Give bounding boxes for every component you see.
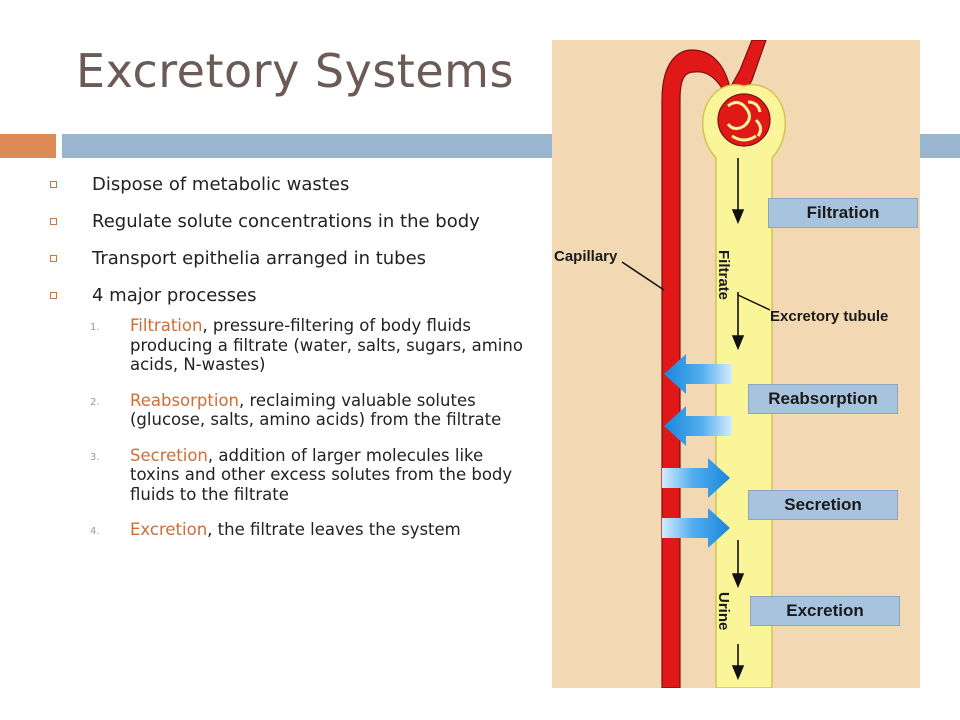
capillary-leader-line bbox=[621, 261, 665, 291]
reabsorption-arrow bbox=[664, 354, 732, 394]
square-bullet-icon bbox=[50, 255, 57, 262]
bullet-item: Transport epithelia arranged in tubes bbox=[46, 248, 526, 270]
process-item-reabsorption: 2. Reabsorption, reclaiming valuable sol… bbox=[46, 391, 530, 430]
reabsorption-arrow bbox=[664, 406, 732, 446]
bullet-item: 4 major processes bbox=[46, 285, 526, 307]
tubule-leader-line bbox=[737, 294, 771, 311]
bullet-text: Dispose of metabolic wastes bbox=[92, 174, 350, 195]
process-description: , the filtrate leaves the system bbox=[207, 520, 461, 539]
process-item-excretion: 4. Excretion, the filtrate leaves the sy… bbox=[46, 520, 530, 540]
process-term: Secretion bbox=[130, 445, 208, 465]
excretory-tubule-tube bbox=[702, 84, 786, 688]
excretion-label-box: Excretion bbox=[750, 596, 900, 626]
process-term: Filtration bbox=[130, 316, 203, 335]
accent-bar-orange bbox=[0, 134, 56, 158]
process-number: 4. bbox=[90, 526, 100, 537]
process-number: 3. bbox=[90, 451, 100, 463]
bullet-item: Dispose of metabolic wastes bbox=[46, 174, 526, 196]
accent-bar-blue-right bbox=[920, 134, 960, 158]
process-description: , addition of larger molecules like toxi… bbox=[130, 445, 513, 504]
process-number: 1. bbox=[90, 322, 100, 333]
process-description: , reclaiming valuable solutes (glucose, … bbox=[130, 390, 502, 430]
bullet-list: Dispose of metabolic wastes Regulate sol… bbox=[46, 174, 526, 556]
secretion-arrow bbox=[662, 508, 730, 548]
secretion-label-box: Secretion bbox=[748, 490, 898, 520]
filtration-label-box: Filtration bbox=[768, 198, 918, 228]
diagram-drawing bbox=[621, 40, 786, 688]
square-bullet-icon bbox=[50, 218, 57, 225]
filtrate-label: Filtrate bbox=[715, 250, 732, 301]
accent-bar-blue-left bbox=[62, 134, 552, 158]
excretory-tubule-label: Excretory tubule bbox=[770, 308, 889, 325]
process-item-secretion: 3. Secretion, addition of larger molecul… bbox=[46, 446, 530, 505]
bullet-text: Regulate solute concentrations in the bo… bbox=[92, 211, 480, 232]
process-item-filtration: 1. Filtration, pressure-filtering of bod… bbox=[46, 316, 530, 375]
flow-arrows bbox=[731, 158, 745, 681]
reabsorption-label-box: Reabsorption bbox=[748, 384, 898, 414]
process-term: Reabsorption bbox=[130, 390, 240, 410]
slide-title: Excretory Systems bbox=[76, 44, 514, 98]
capillary-vessel bbox=[661, 40, 767, 688]
process-list: 1. Filtration, pressure-filtering of bod… bbox=[46, 316, 526, 540]
process-description: , pressure-filtering of body fluids prod… bbox=[130, 316, 523, 374]
secretion-arrow bbox=[662, 458, 730, 498]
capillary-label: Capillary bbox=[554, 248, 618, 265]
urine-label: Urine bbox=[715, 592, 732, 631]
bullet-item: Regulate solute concentrations in the bo… bbox=[46, 211, 526, 233]
process-term: Excretion bbox=[130, 520, 208, 539]
process-number: 2. bbox=[90, 396, 100, 408]
bullet-text: Transport epithelia arranged in tubes bbox=[92, 248, 427, 269]
square-bullet-icon bbox=[50, 181, 57, 188]
excretory-tubule-diagram: Capillary Filtrate Excretory tubule Urin… bbox=[552, 40, 920, 688]
square-bullet-icon bbox=[50, 292, 57, 299]
bullet-text: 4 major processes bbox=[92, 285, 257, 306]
glomerulus bbox=[717, 93, 771, 147]
